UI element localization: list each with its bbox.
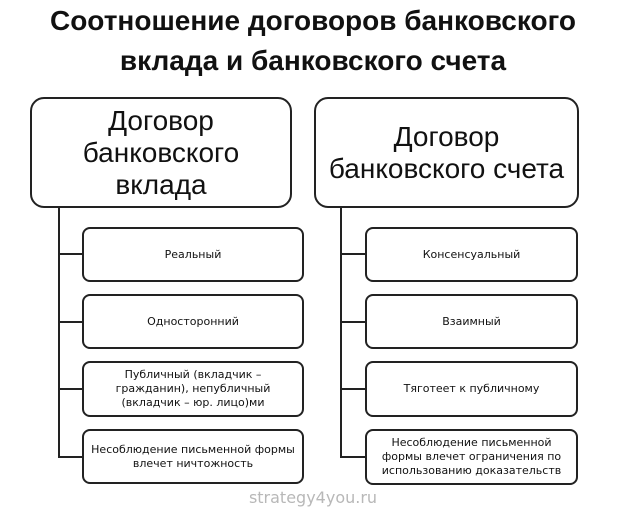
connector-branch bbox=[58, 388, 83, 390]
title-line-1: Соотношение договоров банковского bbox=[49, 5, 577, 36]
title-line-2: вклада и банковского счета bbox=[119, 45, 507, 76]
connector-branch bbox=[58, 321, 83, 323]
connector-branch bbox=[340, 321, 365, 323]
left-item-public: Публичный (вкладчик – гражданин), непубл… bbox=[82, 361, 304, 417]
right-item-mutual: Взаимный bbox=[365, 294, 578, 349]
watermark: strategy4you.ru bbox=[248, 488, 378, 507]
left-item-form: Несоблюдение письменной формы влечет нич… bbox=[82, 429, 304, 484]
right-item-form: Несоблюдение письменной формы влечет огр… bbox=[365, 429, 578, 485]
connector-branch bbox=[58, 253, 83, 255]
right-header-box: Договор банковского счета bbox=[314, 97, 579, 208]
connector-branch bbox=[340, 253, 365, 255]
connector-branch bbox=[340, 388, 365, 390]
left-connector bbox=[58, 207, 60, 458]
right-item-consensual: Консенсуальный bbox=[365, 227, 578, 282]
connector-branch bbox=[58, 456, 83, 458]
left-header-box: Договор банковского вклада bbox=[30, 97, 292, 208]
connector-branch bbox=[340, 456, 365, 458]
left-item-real: Реальный bbox=[82, 227, 304, 282]
right-connector bbox=[340, 207, 342, 458]
left-item-unilateral: Односторонний bbox=[82, 294, 304, 349]
right-item-public: Тяготеет к публичному bbox=[365, 361, 578, 417]
